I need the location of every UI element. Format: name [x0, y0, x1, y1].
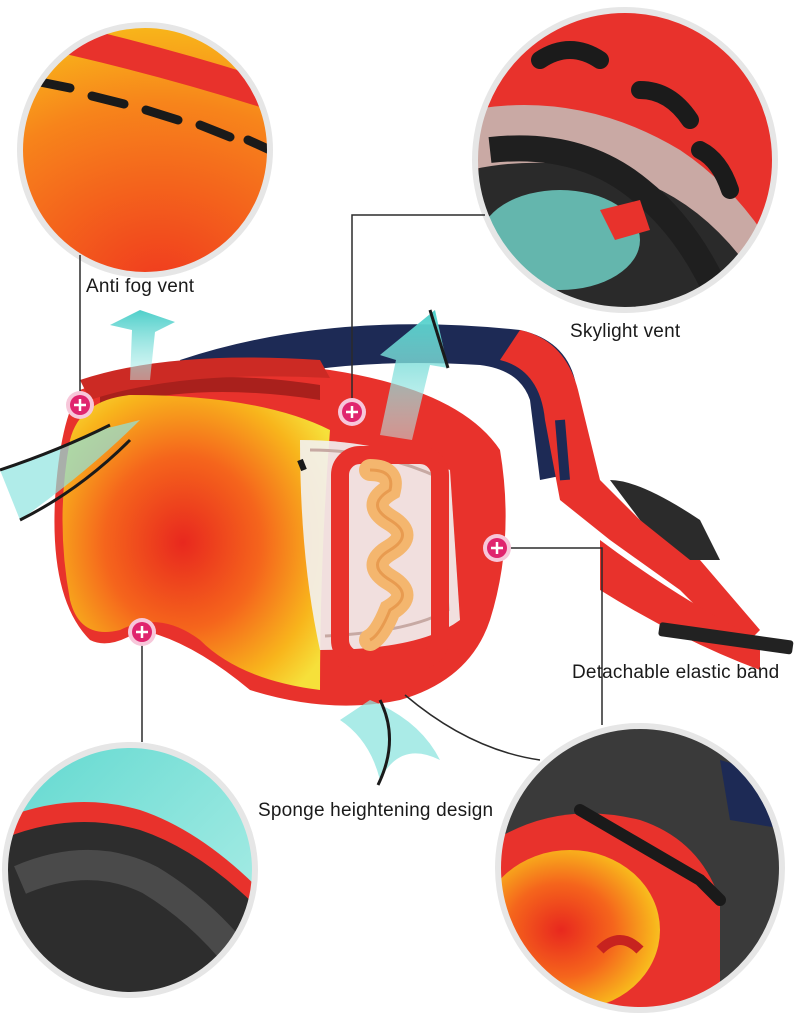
- hotspot-band[interactable]: [483, 534, 511, 562]
- zoom-circle-skylight: [472, 7, 778, 313]
- label-anti-fog-vent: Anti fog vent: [86, 276, 195, 297]
- airflow-arrow-left: [0, 310, 175, 522]
- airflow-arrow-top: [380, 309, 450, 440]
- zoom-circle-sponge: [2, 742, 258, 998]
- label-detachable-band: Detachable elastic band: [572, 662, 780, 683]
- label-sponge-design: Sponge heightening design: [258, 800, 494, 821]
- airflow-arrow-bottom: [340, 699, 440, 786]
- hotspot-sponge[interactable]: [128, 618, 156, 646]
- label-skylight-vent: Skylight vent: [570, 321, 681, 342]
- zoom-circle-band-clip: [495, 723, 785, 1013]
- leader-lines: [79, 214, 603, 761]
- goggle-body: [54, 357, 506, 706]
- hotspot-anti-fog[interactable]: [66, 391, 94, 419]
- hotspot-skylight[interactable]: [338, 398, 366, 426]
